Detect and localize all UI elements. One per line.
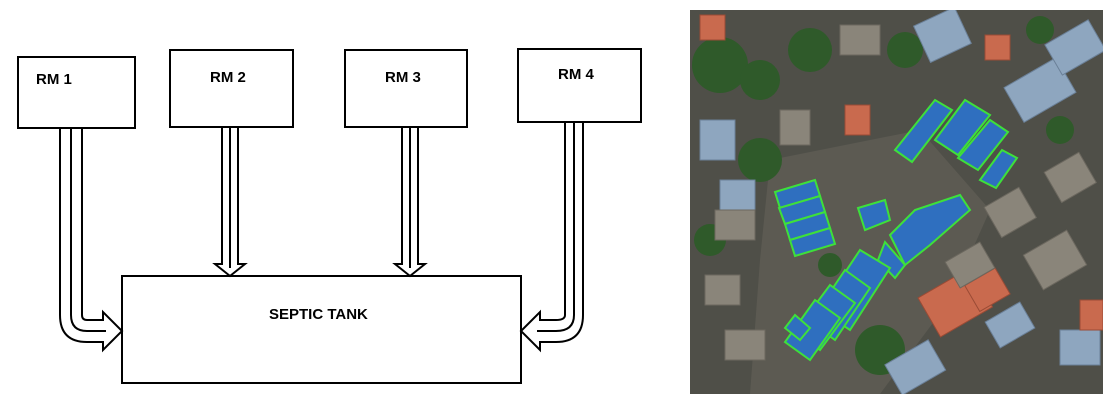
arrow-rm1-to-tank <box>59 128 124 353</box>
room-box-2 <box>169 49 294 128</box>
arrow-rm4-to-tank <box>519 122 584 353</box>
room-label-4: RM 4 <box>558 66 594 83</box>
septic-tank-label: SEPTIC TANK <box>269 306 368 323</box>
rooftop-panels <box>773 98 1019 362</box>
aerial-satellite-image <box>690 10 1103 394</box>
room-box-3 <box>344 49 468 128</box>
room-box-1 <box>17 56 136 129</box>
septic-flow-diagram: RM 1 RM 2 RM 3 RM 4 SEPTIC TANK <box>17 48 642 384</box>
septic-tank-box <box>121 275 522 384</box>
arrow-rm2-to-tank <box>212 127 248 278</box>
room-box-4 <box>517 48 642 123</box>
room-label-2: RM 2 <box>210 69 246 86</box>
room-label-3: RM 3 <box>385 69 421 86</box>
room-label-1: RM 1 <box>36 71 72 88</box>
arrow-rm3-to-tank <box>392 127 428 278</box>
